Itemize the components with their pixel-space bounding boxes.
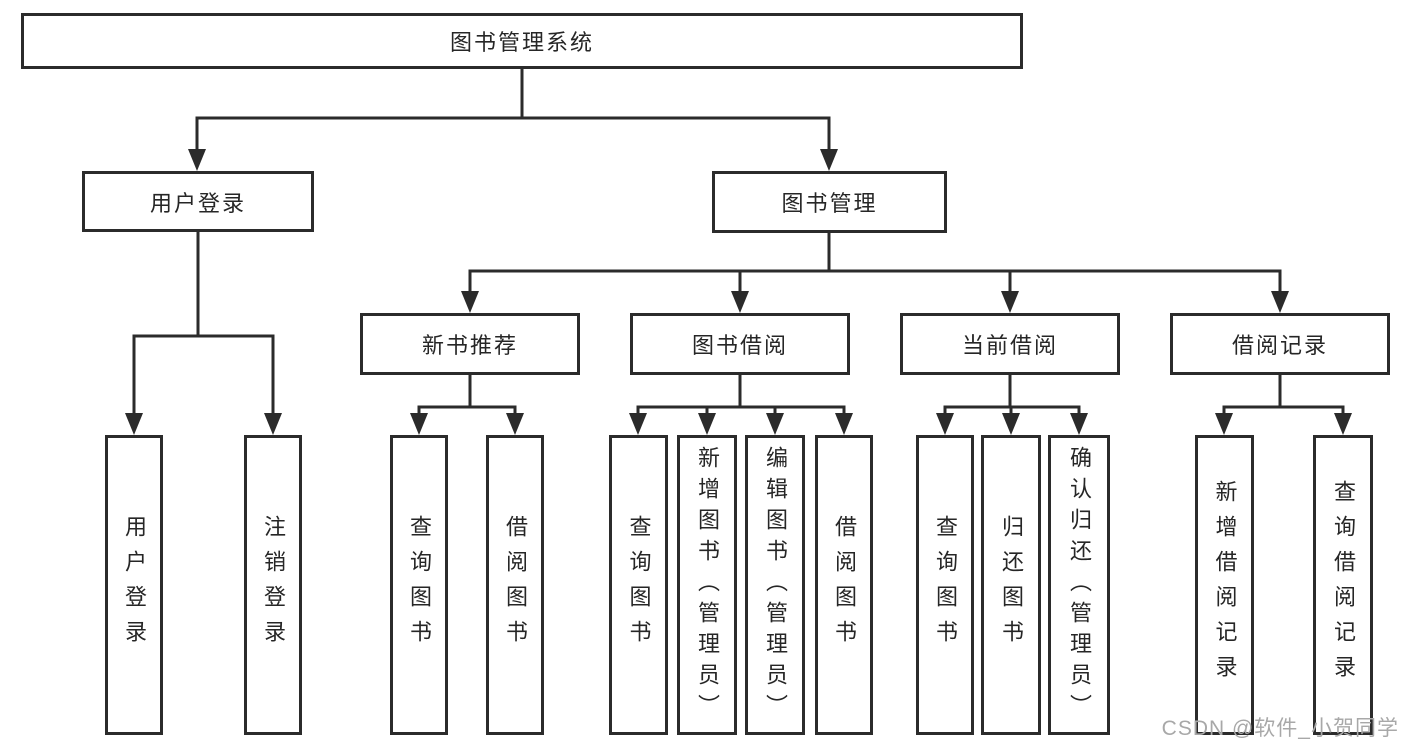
leaf-return-book: 归还图书 (981, 435, 1041, 735)
leaf-add-borrow-record: 新增借阅记录 (1195, 435, 1254, 735)
leaf-add-borrow-record-label: 新增借阅记录 (1212, 480, 1238, 690)
connector-borrow-records-subtree (1215, 373, 1352, 435)
connector-new-book-recommend-subtree (410, 373, 524, 435)
node-book-management-label: 图书管理 (781, 191, 878, 216)
leaf-query-borrow-record: 查询借阅记录 (1313, 435, 1373, 735)
node-current-borrow: 当前借阅 (900, 313, 1120, 375)
node-current-borrow-label: 当前借阅 (961, 333, 1058, 358)
connector-book-management-to-level3 (461, 231, 1289, 313)
leaf-add-book-admin: 新增图书（管理员） (677, 435, 737, 735)
connector-user-login-subtree (125, 230, 282, 435)
leaf-recommend-query-book: 查询图书 (390, 435, 448, 735)
leaf-current-query-book-label: 查询图书 (933, 515, 958, 655)
node-user-login: 用户登录 (82, 171, 314, 232)
leaf-borrow-book: 借阅图书 (815, 435, 873, 735)
node-borrow-records-label: 借阅记录 (1231, 333, 1328, 358)
watermark-csdn: CSDN @软件_小贺同学 (1161, 717, 1399, 740)
connector-book-borrow-subtree (629, 373, 853, 435)
node-book-borrow: 图书借阅 (630, 313, 850, 375)
connector-current-borrow-subtree (936, 373, 1088, 435)
leaf-user-login-label: 用户登录 (122, 515, 147, 655)
leaf-confirm-return-admin-label: 确认归还（管理员） (1067, 445, 1092, 725)
leaf-confirm-return-admin: 确认归还（管理员） (1048, 435, 1110, 735)
node-book-borrow-label: 图书借阅 (691, 333, 788, 358)
leaf-recommend-borrow-book: 借阅图书 (486, 435, 544, 735)
leaf-edit-book-admin-label: 编辑图书（管理员） (763, 445, 788, 725)
leaf-user-login: 用户登录 (105, 435, 163, 735)
leaf-logout-label: 注销登录 (261, 515, 286, 655)
leaf-query-borrow-record-label: 查询借阅记录 (1331, 480, 1356, 690)
node-root-system-label: 图书管理系统 (449, 30, 594, 55)
leaf-edit-book-admin: 编辑图书（管理员） (745, 435, 805, 735)
leaf-return-book-label: 归还图书 (999, 515, 1024, 655)
node-new-book-recommend: 新书推荐 (360, 313, 580, 375)
connector-root-to-level2 (188, 67, 838, 171)
node-new-book-recommend-label: 新书推荐 (421, 333, 518, 358)
leaf-borrow-query-book: 查询图书 (609, 435, 668, 735)
leaf-borrow-book-label: 借阅图书 (832, 515, 857, 655)
leaf-recommend-query-book-label: 查询图书 (407, 515, 432, 655)
node-user-login-label: 用户登录 (149, 190, 246, 216)
node-root-system: 图书管理系统 (21, 13, 1023, 69)
node-borrow-records: 借阅记录 (1170, 313, 1390, 375)
leaf-add-book-admin-label: 新增图书（管理员） (695, 445, 720, 725)
leaf-recommend-borrow-book-label: 借阅图书 (503, 515, 528, 655)
leaf-borrow-query-book-label: 查询图书 (626, 515, 652, 655)
leaf-current-query-book: 查询图书 (916, 435, 974, 735)
node-book-management: 图书管理 (712, 171, 947, 233)
leaf-logout: 注销登录 (244, 435, 302, 735)
